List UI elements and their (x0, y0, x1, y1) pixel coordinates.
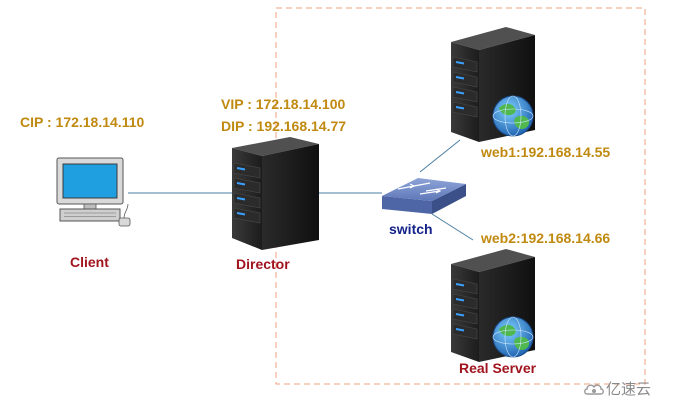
director-server-icon (232, 137, 319, 250)
client-computer-icon (56, 157, 131, 227)
web1-ip-label: web1:192.168.14.55 (481, 144, 611, 160)
switch-icon (382, 178, 466, 214)
director-dip-label: DIP : 192.168.14.77 (221, 118, 347, 134)
cloud-logo-icon (584, 384, 604, 395)
real-server-label: Real Server (459, 360, 537, 376)
watermark-text: 亿速云 (606, 380, 652, 398)
client-ip-label: CIP : 172.18.14.110 (20, 114, 145, 130)
watermark: 亿速云 (584, 378, 651, 399)
link-switch-web2 (431, 213, 474, 241)
web2-ip-label: web2:192.168.14.66 (481, 230, 611, 246)
director-vip-label: VIP : 172.18.14.100 (221, 96, 346, 112)
switch-label: switch (389, 221, 433, 237)
web2-globe-icon (492, 316, 534, 358)
web1-globe-icon (492, 95, 534, 137)
director-name-label: Director (236, 256, 290, 272)
link-switch-web1 (419, 139, 461, 173)
client-name-label: Client (70, 254, 109, 270)
